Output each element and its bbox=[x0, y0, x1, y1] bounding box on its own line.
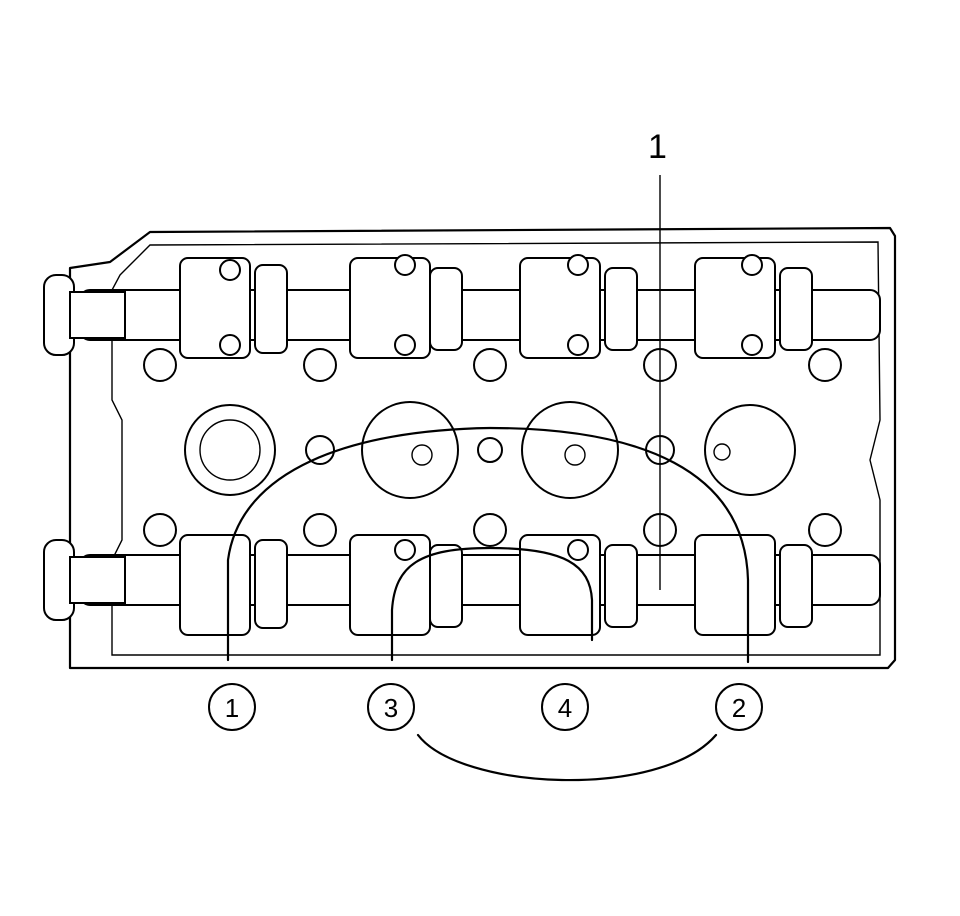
cylinder-head-inner-edge bbox=[111, 241, 881, 656]
sequence-marker-2: 2 bbox=[715, 683, 763, 731]
sequence-marker-1: 1 bbox=[208, 683, 256, 731]
svg-text:1: 1 bbox=[225, 693, 239, 723]
torx-bolts bbox=[143, 254, 842, 561]
spark-plug-wells bbox=[184, 401, 796, 499]
cylinder-head-outline bbox=[68, 226, 897, 670]
sequence-marker-4: 4 bbox=[541, 683, 589, 731]
svg-text:4: 4 bbox=[558, 693, 572, 723]
svg-text:2: 2 bbox=[732, 693, 746, 723]
svg-text:3: 3 bbox=[384, 693, 398, 723]
sequence-arc-inner bbox=[390, 546, 594, 662]
sequence-marker-3: 3 bbox=[367, 683, 415, 731]
upper-camshaft bbox=[43, 257, 881, 359]
callout-label: 1 bbox=[648, 128, 667, 166]
sequence-arc-bottom bbox=[416, 733, 718, 782]
lower-camshaft bbox=[43, 534, 881, 636]
sequence-arc-outer bbox=[226, 426, 750, 664]
